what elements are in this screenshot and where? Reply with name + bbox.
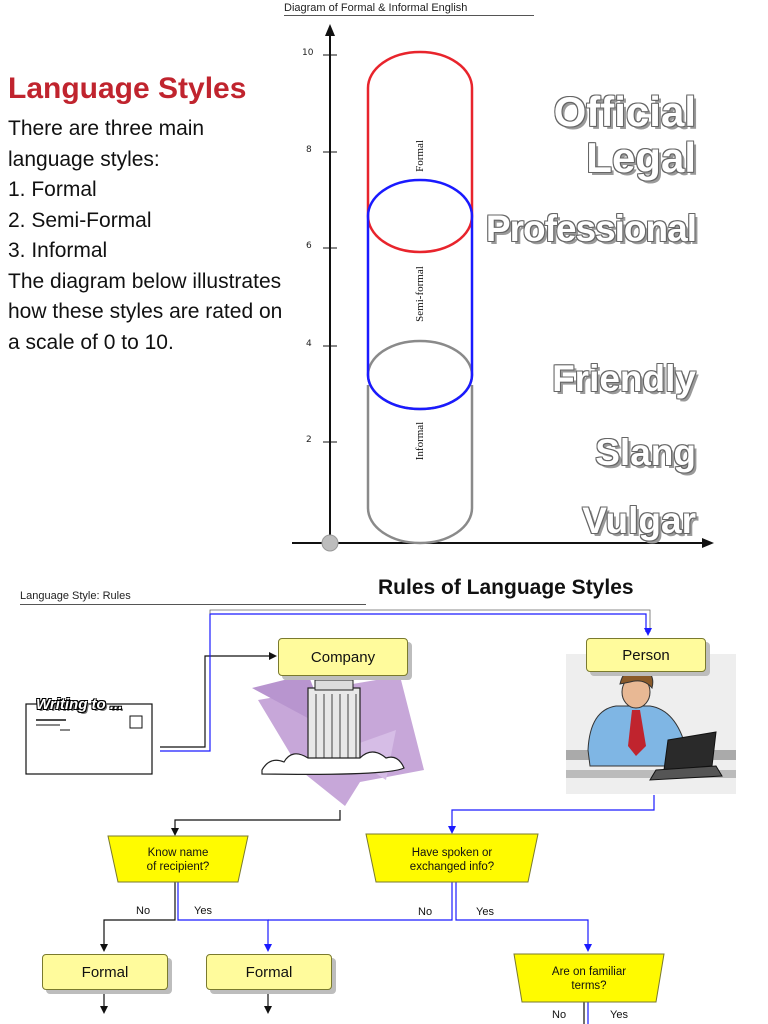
word-friendly: Friendly: [552, 358, 696, 399]
office-building-icon: [252, 674, 424, 806]
arrow: [264, 944, 272, 952]
informal-band: [366, 385, 474, 545]
arrow: [100, 944, 108, 952]
formal-outcome-box: Formal: [206, 954, 332, 990]
connector: [177, 882, 269, 948]
arrow: [269, 652, 277, 660]
intro-text: There are three main language styles: 1.…: [8, 114, 328, 358]
word-legal: Legal: [586, 134, 696, 181]
arrow: [100, 1006, 108, 1014]
connector: [160, 655, 275, 748]
x-axis-arrow: [702, 538, 714, 548]
have-spoken-line: exchanged info?: [409, 861, 495, 873]
writing-to-label: Writing to ...: [36, 696, 123, 713]
y-ticks: [323, 54, 337, 443]
tick-label: 4: [306, 339, 312, 349]
have-spoken-question-shape: [365, 833, 539, 883]
intro-line: 2. Semi-Formal: [8, 208, 152, 232]
semi-formal-band-label: Semi-formal: [414, 266, 426, 322]
rules-flowchart: [25, 609, 736, 1024]
tick-label: 10: [302, 48, 314, 58]
arrow: [644, 628, 652, 636]
word-slang: Slang: [595, 432, 696, 473]
axis-origin: [321, 534, 339, 552]
familiar-line: terms?: [571, 980, 607, 992]
no-label: No: [136, 905, 151, 917]
know-name-question: Know name of recipient?: [118, 846, 238, 874]
company-box: Company: [278, 638, 408, 676]
word-vulgar: Vulgar: [582, 500, 696, 541]
yes-label: Yes: [194, 905, 212, 917]
connector: [451, 795, 655, 830]
have-spoken-line: Have spoken or: [411, 847, 493, 859]
intro-line: There are three main: [8, 117, 205, 140]
connector: [268, 882, 453, 921]
have-spoken-question: Have spoken or exchanged info?: [376, 846, 528, 874]
know-name-line: of recipient?: [146, 861, 210, 873]
connector: [209, 609, 651, 632]
know-name-question-shape: [107, 835, 249, 883]
arrow: [264, 1006, 272, 1014]
businessman-at-laptop-icon: [566, 654, 736, 794]
envelope-icon: [25, 703, 153, 775]
word-official: Official: [553, 88, 696, 135]
formal-outcome-box: Formal: [42, 954, 168, 990]
no-label: No: [552, 1009, 567, 1021]
y-axis-arrow: [325, 24, 335, 36]
tick-label: 6: [306, 241, 312, 251]
connector: [174, 810, 341, 832]
person-box: Person: [586, 638, 706, 672]
familiar-question: Are on familiar terms?: [522, 965, 656, 993]
know-name-line: Know name: [147, 847, 209, 859]
intro-line: a scale of 0 to 10.: [8, 330, 174, 354]
familiar-question-shape: [513, 953, 665, 1003]
yes-label: Yes: [610, 1009, 628, 1021]
tick-label: 2: [306, 435, 312, 445]
arrow: [584, 944, 592, 952]
formality-diagram: [292, 24, 714, 552]
rules-subtitle: Language Style: Rules: [20, 590, 366, 605]
diagram-title: Diagram of Formal & Informal English: [284, 2, 534, 16]
arrow: [448, 826, 456, 834]
intro-line: 1. Formal: [8, 178, 97, 201]
yes-label: Yes: [476, 906, 494, 918]
intro-line: language styles:: [8, 147, 160, 171]
no-label: No: [418, 906, 433, 918]
rules-heading: Rules of Language Styles: [378, 576, 634, 599]
word-professional: Professional: [485, 208, 697, 249]
tick-label: 8: [306, 145, 312, 155]
semi-formal-band: [366, 178, 474, 411]
intro-line: how these styles are rated on: [8, 300, 283, 323]
connector: [455, 882, 589, 948]
connector: [103, 882, 176, 948]
familiar-line: Are on familiar: [551, 966, 627, 978]
intro-line: 3. Informal: [8, 239, 108, 262]
intro-line: The diagram below illustrates: [8, 269, 282, 293]
informal-band-label: Informal: [414, 421, 426, 461]
formal-band-label: Formal: [414, 140, 426, 172]
page-title: Language Styles: [8, 72, 247, 105]
arrow: [171, 828, 179, 836]
